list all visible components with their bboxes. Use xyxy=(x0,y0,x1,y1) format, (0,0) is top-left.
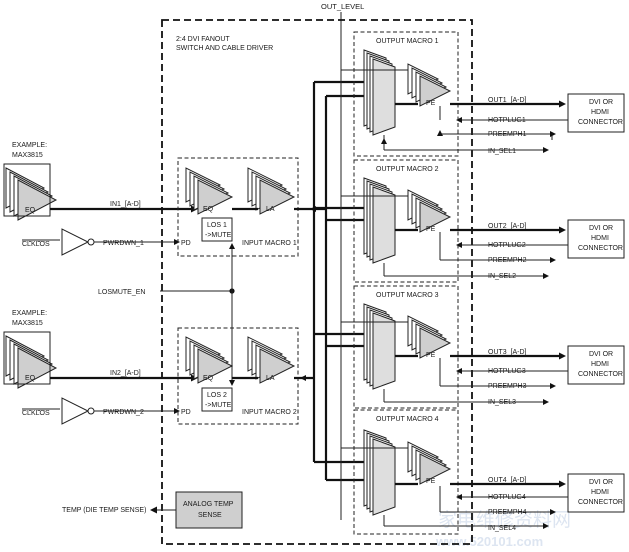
external-equalizer-2: EXAMPLE: MAX3815 EQ xyxy=(3,310,58,389)
main-chip-boundary xyxy=(161,19,473,545)
out-level-label: OUT_LEVEL xyxy=(321,2,364,11)
output-macro-label-4: OUTPUT MACRO 4 xyxy=(376,416,439,423)
connector-1 xyxy=(567,93,625,133)
connector3-line1: DVI OR xyxy=(589,351,613,358)
connector-3 xyxy=(567,345,625,385)
connector2-line2: HDMI xyxy=(591,235,609,242)
example-label-1: EXAMPLE: xyxy=(12,142,47,149)
input-macro-2 xyxy=(177,327,299,425)
macro-la-label-1: LA xyxy=(266,206,275,213)
chip-title-line2: SWITCH AND CABLE DRIVER xyxy=(176,45,273,52)
pd-label-2: PD xyxy=(181,409,191,416)
mute-label-1: ->MUTE xyxy=(205,232,232,239)
in2-label: IN2_[A-D] xyxy=(110,370,141,377)
connector4-line1: DVI OR xyxy=(589,479,613,486)
eq-triangle-ext-2 xyxy=(17,347,58,389)
temp-box-line2: SENSE xyxy=(198,512,222,519)
los-mute-box-2 xyxy=(201,387,233,412)
los-mute-box-1 xyxy=(201,217,233,242)
output-macro-label-1: OUTPUT MACRO 1 xyxy=(376,38,439,45)
example-label-2: EXAMPLE: xyxy=(12,310,47,317)
connector1-line3: CONNECTOR xyxy=(578,119,623,126)
connector4-line2: HDMI xyxy=(591,489,609,496)
input-macro-1 xyxy=(177,157,299,257)
los-label-2: LOS 2 xyxy=(207,392,227,399)
output-macro-label-2: OUTPUT MACRO 2 xyxy=(376,166,439,173)
eq-triangle-ext-1 xyxy=(17,179,58,221)
out2-label: OUT2_[A-D] xyxy=(488,223,527,230)
losmute-label: LOSMUTE_EN xyxy=(98,289,145,296)
temp-box-line1: ANALOG TEMP xyxy=(183,501,234,508)
temp-label: TEMP (DIE TEMP SENSE) xyxy=(62,507,146,514)
pwrdown-label-1: PWRDWN_1 xyxy=(103,240,144,247)
clklos-label-2: CLKLOS xyxy=(22,410,50,417)
macro-eq-label-1: EQ xyxy=(203,206,214,213)
macro-la-label-2: LA xyxy=(266,375,275,382)
out3-label: OUT3_[A-D] xyxy=(488,349,527,356)
pe-triangle-2 xyxy=(419,201,452,233)
inverter-1 xyxy=(61,228,90,256)
in-sel1-label: IN_SEL1 xyxy=(488,148,516,155)
connector-2 xyxy=(567,219,625,259)
eq-ext-label-1: EQ xyxy=(25,207,36,214)
pd-label-1: PD xyxy=(181,240,191,247)
output-macro-1: OUTPUT MACRO 1 PE xyxy=(341,31,459,157)
connector2-line1: DVI OR xyxy=(589,225,613,232)
out1-label: OUT1_[A-D] xyxy=(488,97,527,104)
clklos-label-1: CLKLOS xyxy=(22,241,50,248)
pe-triangle-1 xyxy=(419,75,452,107)
output-macro-3: OUTPUT MACRO 3 PE xyxy=(341,285,459,409)
output-macro-4: OUTPUT MACRO 4 PE xyxy=(341,409,459,535)
pe-triangle-4 xyxy=(419,453,452,485)
pe-label-3: PE xyxy=(426,352,436,359)
eq-triangle-1 xyxy=(197,179,234,215)
out4-label: OUT4_[A-D] xyxy=(488,477,527,484)
watermark-url: www.520101.com xyxy=(435,534,543,549)
connector1-line2: HDMI xyxy=(591,109,609,116)
mux-1 xyxy=(372,58,396,136)
output-macro-label-3: OUTPUT MACRO 3 xyxy=(376,292,439,299)
mute-label-2: ->MUTE xyxy=(205,402,232,409)
input-macro-label-2: INPUT MACRO 2 xyxy=(242,409,297,416)
example-part-1: MAX3815 xyxy=(12,152,43,159)
la-triangle-2 xyxy=(259,348,296,384)
inverter-2 xyxy=(61,397,90,425)
connector4-line3: CONNECTOR xyxy=(578,499,623,506)
mux-3 xyxy=(372,312,396,390)
pwrdown-label-2: PWRDWN_2 xyxy=(103,409,144,416)
analog-temp-sense-box xyxy=(175,491,243,529)
output-macro-2: OUTPUT MACRO 2 PE xyxy=(341,159,459,283)
eq-ext-label-2: EQ xyxy=(25,375,36,382)
mux-4 xyxy=(372,438,396,516)
input-macro-label-1: INPUT MACRO 1 xyxy=(242,240,297,247)
example-part-2: MAX3815 xyxy=(12,320,43,327)
connector3-line2: HDMI xyxy=(591,361,609,368)
eq-triangle-2 xyxy=(197,348,234,384)
connector2-line3: CONNECTOR xyxy=(578,245,623,252)
connector-4 xyxy=(567,473,625,513)
external-equalizer-1: EXAMPLE: MAX3815 EQ xyxy=(3,142,58,221)
pe-triangle-3 xyxy=(419,327,452,359)
macro-eq-label-2: EQ xyxy=(203,375,214,382)
pe-label-1: PE xyxy=(426,100,436,107)
pe-label-4: PE xyxy=(426,478,436,485)
pe-label-2: PE xyxy=(426,226,436,233)
la-triangle-1 xyxy=(259,179,296,215)
in-sel4-label: IN_SEL4 xyxy=(488,525,516,532)
connector1-line1: DVI OR xyxy=(589,99,613,106)
in1-label: IN1_[A-D] xyxy=(110,201,141,208)
mux-2 xyxy=(372,186,396,264)
los-label-1: LOS 1 xyxy=(207,222,227,229)
chip-title-line1: 2:4 DVI FANOUT xyxy=(176,36,230,43)
connector3-line3: CONNECTOR xyxy=(578,371,623,378)
